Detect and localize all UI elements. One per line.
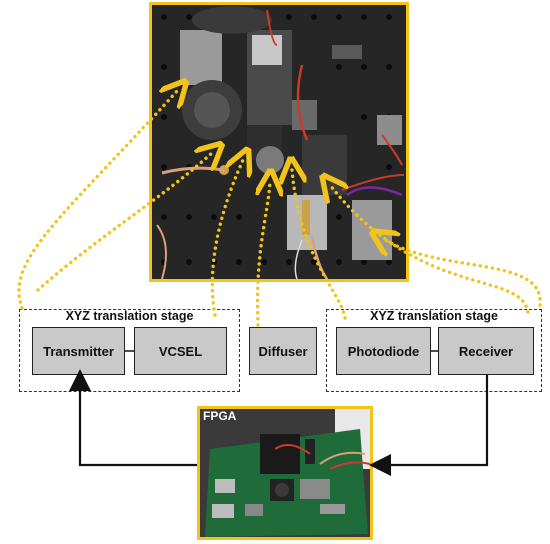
- vcsel-box: VCSEL: [134, 327, 227, 375]
- fpga-label: FPGA: [203, 409, 237, 423]
- diffuser-box: Diffuser: [249, 327, 317, 375]
- optical-setup-photo: [149, 2, 409, 282]
- receiver-box: Receiver: [438, 327, 534, 375]
- left-stage-label: XYZ translation stage: [65, 309, 194, 323]
- fpga-board-illustration: [200, 409, 370, 537]
- right-stage-label: XYZ translation stage: [370, 309, 498, 323]
- optical-bench-illustration: [152, 5, 406, 279]
- fpga-board-photo: [197, 406, 373, 540]
- transmitter-box: Transmitter: [32, 327, 125, 375]
- photodiode-box: Photodiode: [336, 327, 431, 375]
- fpga-to-transmitter-arrow: [69, 369, 197, 467]
